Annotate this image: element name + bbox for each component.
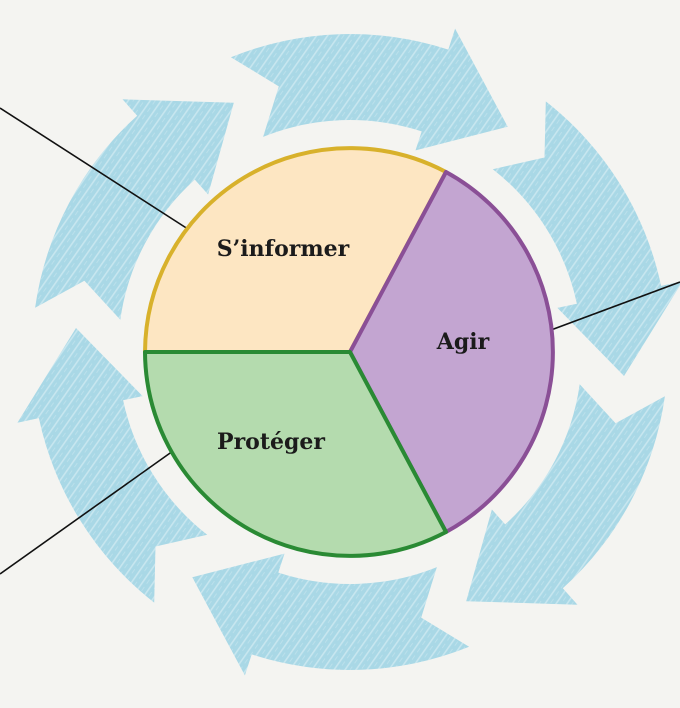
label-informer: S’informer xyxy=(217,236,350,262)
leader-line-informer xyxy=(0,107,206,241)
cycle-arrow-texture-5 xyxy=(17,328,208,603)
segment-informer xyxy=(143,146,448,354)
cycle-arrow-texture-1 xyxy=(230,28,508,151)
cycle-arrow-texture-6 xyxy=(35,99,234,320)
label-proteger: Protéger xyxy=(217,429,325,455)
cycle-arrow-texture-2 xyxy=(492,101,680,376)
segment-proteger xyxy=(143,350,448,558)
circular-arrows xyxy=(17,28,680,676)
cycle-arrow-texture-4 xyxy=(192,553,470,676)
segment-agir xyxy=(348,170,555,534)
cycle-arrow-texture-3 xyxy=(466,384,665,605)
label-agir: Agir xyxy=(436,329,490,355)
pie-segments xyxy=(143,146,555,558)
leader-line-proteger xyxy=(0,445,181,575)
